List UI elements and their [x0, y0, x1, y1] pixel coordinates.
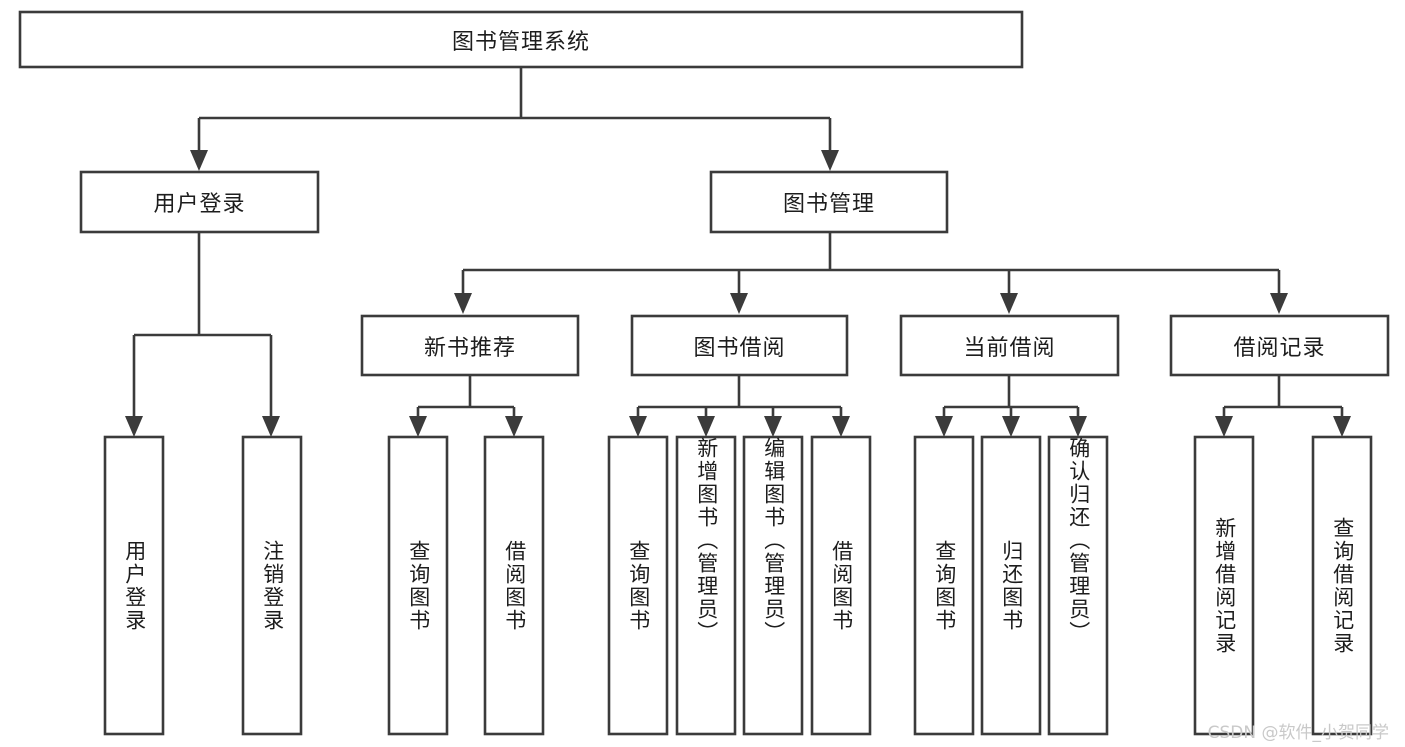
arrow-current-borrow-child-1 [935, 416, 953, 437]
arrow-book-mgmt-child-1 [454, 293, 472, 314]
arrow-book-borrow-child-2 [697, 416, 715, 437]
leaf-box-current-borrow-3[interactable] [1047, 435, 1109, 736]
arrow-book-mgmt-child-4 [1270, 293, 1288, 314]
node-user-login[interactable] [79, 170, 320, 234]
leaf-box-new-book-2[interactable] [483, 435, 545, 736]
node-current-borrow[interactable] [899, 314, 1120, 377]
node-new-book-recommend[interactable] [360, 314, 580, 377]
leaf-box-current-borrow-2[interactable] [980, 435, 1042, 736]
leaf-box-new-book-1[interactable] [387, 435, 449, 736]
arrow-current-borrow-child-2 [1002, 416, 1020, 437]
arrow-new-book-child-1 [409, 416, 427, 437]
leaf-box-book-borrow-3[interactable] [742, 435, 804, 736]
arrow-book-borrow-child-4 [832, 416, 850, 437]
leaf-box-user-login-2[interactable] [241, 435, 303, 736]
arrow-user-login-child-2 [262, 416, 280, 437]
node-borrow-record[interactable] [1169, 314, 1390, 377]
arrow-user-login-child-1 [125, 416, 143, 437]
leaf-box-book-borrow-4[interactable] [810, 435, 872, 736]
leaf-box-book-borrow-1[interactable] [607, 435, 669, 736]
arrow-borrow-record-child-1 [1215, 416, 1233, 437]
arrow-borrow-record-child-2 [1333, 416, 1351, 437]
leaf-box-current-borrow-1[interactable] [913, 435, 975, 736]
leaf-box-borrow-record-1[interactable] [1193, 435, 1255, 736]
arrow-book-mgmt-child-3 [1000, 293, 1018, 314]
arrow-root-to-user-login [190, 150, 208, 171]
arrow-book-mgmt-child-2 [730, 293, 748, 314]
node-root[interactable] [18, 10, 1024, 69]
arrow-book-borrow-child-3 [764, 416, 782, 437]
leaf-box-borrow-record-2[interactable] [1311, 435, 1373, 736]
leaf-box-user-login-1[interactable] [103, 435, 165, 736]
node-book-management[interactable] [709, 170, 949, 234]
arrow-root-to-book-mgmt [821, 150, 839, 171]
arrow-new-book-child-2 [505, 416, 523, 437]
arrow-book-borrow-child-1 [629, 416, 647, 437]
arrow-current-borrow-child-3 [1069, 416, 1087, 437]
node-book-borrow[interactable] [630, 314, 849, 377]
leaf-box-book-borrow-2[interactable] [675, 435, 737, 736]
